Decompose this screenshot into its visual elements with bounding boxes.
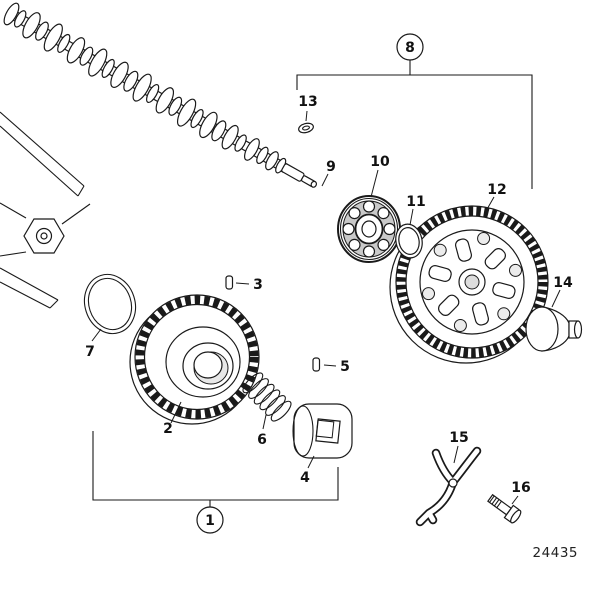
- pin-part-5: [312, 357, 321, 372]
- callout-16[interactable]: 16: [511, 480, 530, 496]
- callout-10[interactable]: 10: [370, 154, 390, 170]
- bracket-group-1: [92, 431, 339, 507]
- bolt-part: [487, 493, 522, 524]
- idler-gear-part: [129, 294, 260, 425]
- tappet-part: [525, 306, 583, 352]
- callout-12[interactable]: 12: [487, 182, 506, 198]
- callout-9[interactable]: 9: [326, 159, 336, 175]
- large-gear-part: [389, 205, 549, 364]
- drawing-number: 24435: [533, 545, 578, 561]
- callout-2[interactable]: 2: [163, 421, 173, 437]
- callout-1-label[interactable]: 1: [205, 513, 215, 529]
- callout-14[interactable]: 14: [553, 275, 573, 291]
- oring-part: [83, 273, 137, 335]
- shaft-end-part: [281, 163, 318, 188]
- callout-11[interactable]: 11: [406, 194, 425, 210]
- clip-part: [298, 122, 314, 134]
- callout-1[interactable]: 1: [196, 506, 224, 534]
- spring-part: [242, 372, 292, 422]
- bushing-part: [292, 403, 353, 459]
- callout-7[interactable]: 7: [85, 344, 95, 360]
- bracket-group-8: [296, 60, 533, 189]
- callout-15[interactable]: 15: [449, 430, 468, 446]
- callout-3[interactable]: 3: [253, 277, 263, 293]
- callout-5[interactable]: 5: [340, 359, 350, 375]
- leader-lines: [91, 110, 561, 505]
- ring-part: [395, 223, 423, 259]
- callout-13[interactable]: 13: [298, 94, 317, 110]
- callout-8[interactable]: 8: [396, 33, 424, 61]
- pin-part-3: [225, 275, 234, 290]
- callout-6[interactable]: 6: [257, 432, 267, 448]
- callout-4[interactable]: 4: [300, 470, 310, 486]
- block-fragment: [0, 111, 91, 309]
- camshaft: [3, 2, 318, 188]
- ball-bearing-part: [337, 195, 401, 263]
- callout-8-label[interactable]: 8: [405, 40, 415, 56]
- yoke-part: [415, 446, 482, 527]
